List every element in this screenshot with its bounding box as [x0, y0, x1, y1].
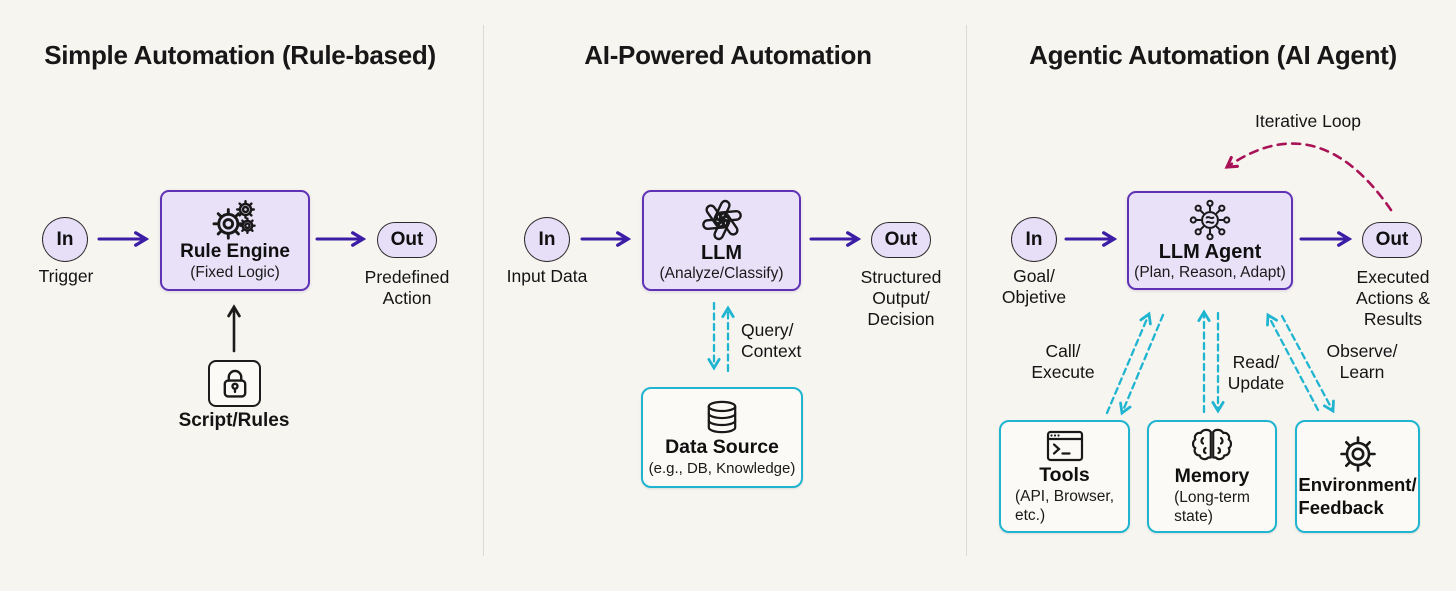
lock-icon [223, 369, 246, 398]
goal-objective-label: Goal/ Objetive [1002, 266, 1066, 308]
script-rules-label: Script/Rules [178, 410, 290, 431]
label-line: Decision [867, 309, 935, 329]
arrow-environment-to-agent [1266, 312, 1320, 412]
data-source-box: Data Source (e.g., DB, Knowledge) [641, 387, 803, 488]
label-line: Observe/ [1326, 341, 1398, 361]
input-data-label: Input Data [506, 266, 588, 286]
panel-title-agentic: Agentic Automation (AI Agent) [1029, 40, 1397, 70]
database-icon [707, 400, 737, 433]
out-node-label: Out [390, 229, 424, 250]
predefined-action-label: Predefined Action [365, 267, 450, 309]
data-source-title: Data Source [665, 435, 779, 458]
label-line: Query/ [741, 320, 794, 340]
tools-box: Tools (API, Browser, etc.) [999, 420, 1130, 533]
label-line: Output/ [872, 288, 930, 308]
label-line: Results [1363, 309, 1423, 329]
in-node-ai: In [524, 217, 570, 262]
label-line: Read/ [1232, 352, 1280, 372]
openai-logo-icon [701, 199, 742, 241]
label-line: Execute [1031, 362, 1095, 382]
executed-actions-label: Executed Actions & Results [1356, 267, 1430, 330]
out-node-label: Out [884, 229, 918, 250]
arrow-agent-to-environment [1280, 314, 1335, 414]
data-source-subtitle: (e.g., DB, Knowledge) [648, 459, 796, 477]
label-line: Feedback [1298, 496, 1384, 518]
label-line: Objetive [1001, 287, 1067, 307]
in-node-label: In [538, 228, 556, 250]
panel-title-simple: Simple Automation (Rule-based) [44, 40, 436, 70]
label-line: (Long-term [1174, 489, 1250, 506]
label-line: Learn [1339, 362, 1385, 382]
trigger-label: Trigger [38, 266, 94, 286]
structured-output-label: Structured Output/ Decision [861, 267, 942, 330]
label-line: Context [741, 341, 802, 361]
llm-agent-box: LLM Agent (Plan, Reason, Adapt) [1127, 191, 1293, 290]
llm-title: LLM [700, 242, 743, 264]
call-execute-label: Call/ Execute [1031, 341, 1094, 383]
panel-divider-left [483, 25, 484, 556]
environment-feedback-title: Environment/ Feedback [1298, 473, 1416, 519]
label-line: Environment/ [1298, 473, 1417, 495]
memory-box: Memory (Long-term state) [1147, 420, 1277, 533]
brain-icon [1191, 428, 1233, 461]
terminal-icon [1046, 430, 1083, 462]
network-hub-icon [1189, 199, 1231, 241]
rule-engine-title: Rule Engine [180, 241, 290, 262]
out-node-simple: Out [377, 222, 437, 258]
gear-icon [1339, 435, 1376, 472]
read-update-label: Read/ Update [1228, 352, 1284, 394]
environment-feedback-box: Environment/ Feedback [1295, 420, 1420, 533]
label-line: Structured [860, 267, 942, 287]
script-rules-box [208, 360, 261, 407]
llm-agent-title: LLM Agent [1158, 241, 1262, 263]
iterative-loop-arc [1227, 142, 1393, 212]
tools-title: Tools [1039, 464, 1090, 486]
out-node-agentic: Out [1362, 222, 1422, 258]
rule-engine-subtitle: (Fixed Logic) [190, 264, 280, 281]
label-line: Actions & [1356, 288, 1430, 308]
llm-agent-subtitle: (Plan, Reason, Adapt) [1134, 264, 1286, 281]
arrow-tools-to-agent [1105, 311, 1152, 415]
label-line: Call/ [1045, 341, 1081, 361]
tools-subtitle: (API, Browser, etc.) [1015, 487, 1114, 525]
llm-subtitle: (Analyze/Classify) [659, 265, 784, 282]
memory-subtitle: (Long-term state) [1174, 488, 1250, 526]
label-line: etc.) [1014, 507, 1046, 524]
panel-divider-right [966, 25, 967, 556]
label-line: (API, Browser, [1014, 488, 1115, 505]
memory-title: Memory [1174, 465, 1250, 487]
in-node-simple: In [42, 217, 88, 262]
in-node-agentic: In [1011, 217, 1057, 262]
label-line: Goal/ [1013, 266, 1055, 286]
iterative-loop-label: Iterative Loop [1254, 111, 1362, 131]
in-node-label: In [1025, 228, 1043, 250]
observe-learn-label: Observe/ Learn [1327, 341, 1398, 383]
llm-box: LLM (Analyze/Classify) [642, 190, 801, 291]
panel-title-ai: AI-Powered Automation [584, 40, 872, 70]
gears-icon [212, 199, 256, 240]
out-node-ai: Out [871, 222, 931, 258]
label-line: state) [1174, 508, 1213, 525]
rule-engine-box: Rule Engine (Fixed Logic) [160, 190, 310, 291]
in-node-label: In [56, 228, 74, 250]
query-context-label: Query/ Context [741, 320, 801, 362]
label-line: Update [1227, 373, 1285, 393]
label-line: Executed [1356, 267, 1430, 287]
arrow-agent-to-tools [1119, 313, 1165, 416]
out-node-label: Out [1375, 229, 1409, 250]
label-line: Predefined [364, 267, 450, 287]
label-line: Action [382, 288, 432, 308]
